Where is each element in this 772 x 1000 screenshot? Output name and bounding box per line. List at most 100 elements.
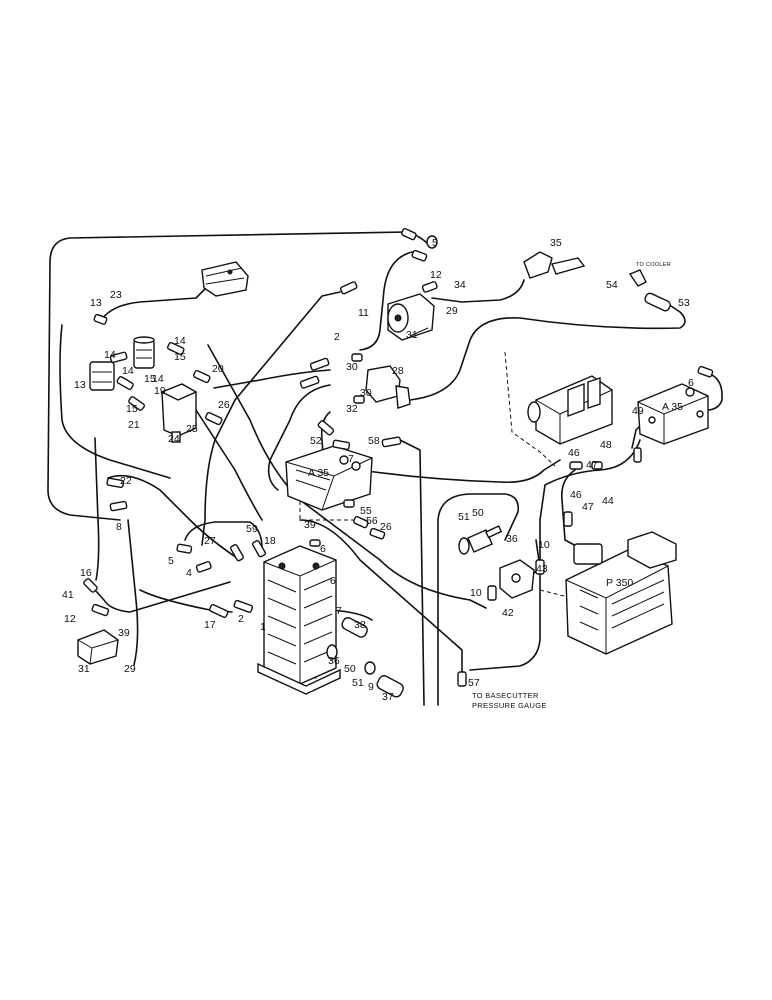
label-55: 55 bbox=[360, 505, 372, 517]
label-54: 54 bbox=[606, 279, 618, 291]
filter-24 bbox=[160, 383, 198, 443]
hose-mid-diagonal-b bbox=[195, 409, 263, 521]
hose-58-run bbox=[399, 439, 425, 706]
label-28: 28 bbox=[392, 365, 404, 377]
label-31-top: 31 bbox=[406, 329, 418, 341]
label-4: 4 bbox=[186, 567, 192, 579]
label-1: 1 bbox=[260, 621, 266, 633]
label-39-bottom: 39 bbox=[118, 627, 130, 639]
label-15-a: 15 bbox=[174, 351, 186, 363]
label-18: 18 bbox=[264, 535, 276, 547]
valve-a35-right-mark: A 35 bbox=[662, 401, 683, 413]
hose-left-upper bbox=[59, 324, 171, 479]
label-12-bottom: 12 bbox=[64, 613, 76, 625]
label-51-rear: 51 bbox=[352, 677, 364, 689]
relief-valve-31 bbox=[77, 629, 119, 665]
hose-44-46 bbox=[560, 469, 581, 549]
label-34: 34 bbox=[454, 279, 466, 291]
dash-valve-left bbox=[299, 480, 360, 521]
label-58: 58 bbox=[368, 435, 380, 447]
label-46-low: 46 bbox=[570, 489, 582, 501]
label-8: 8 bbox=[116, 521, 122, 533]
label-15-c: 15 bbox=[126, 403, 138, 415]
part-number-labels: 5 12 34 29 31 11 2 35 54 53 23 13 14 15 … bbox=[62, 237, 694, 703]
label-47-low: 47 bbox=[582, 501, 594, 513]
manifold-block-13 bbox=[89, 336, 155, 391]
hose-loop-26 bbox=[267, 384, 331, 491]
hose-30-to-20 bbox=[213, 369, 331, 389]
label-14-a: 14 bbox=[174, 335, 186, 347]
label-6-right: 6 bbox=[688, 377, 694, 389]
label-22: 22 bbox=[120, 475, 132, 487]
label-35: 35 bbox=[550, 237, 562, 249]
hose-left-lower-drop bbox=[94, 437, 100, 581]
label-41: 41 bbox=[62, 589, 74, 601]
label-15-b: 15 bbox=[144, 373, 156, 385]
label-2-top: 2 bbox=[334, 331, 340, 343]
label-29-bottom: 29 bbox=[124, 663, 136, 675]
control-valve-a35-left: A 35 bbox=[285, 445, 373, 511]
label-6-mid: 6 bbox=[320, 543, 326, 555]
label-42: 42 bbox=[502, 607, 514, 619]
label-26-top: 26 bbox=[218, 399, 230, 411]
label-59: 59 bbox=[246, 523, 258, 535]
label-53: 53 bbox=[678, 297, 690, 309]
label-11: 11 bbox=[358, 307, 369, 319]
label-14-d: 14 bbox=[152, 373, 164, 385]
label-7-stack: 7 bbox=[336, 605, 342, 617]
control-valve-a35-right: A 35 bbox=[637, 383, 709, 445]
hose-motor-supply bbox=[359, 251, 413, 351]
label-39-mid: 39 bbox=[304, 519, 316, 531]
label-36-rear: 36 bbox=[328, 655, 340, 667]
valve-a35-left-mark: A 35 bbox=[308, 467, 329, 479]
label-14-c: 14 bbox=[122, 365, 134, 377]
label-37: 37 bbox=[382, 691, 394, 703]
hose-valve-right-long bbox=[359, 459, 561, 484]
label-46-top: 46 bbox=[568, 447, 580, 459]
label-12-top: 12 bbox=[430, 269, 442, 281]
relief-block-10 bbox=[499, 559, 535, 599]
pump-p350: P 350 bbox=[565, 531, 677, 655]
label-5-top: 5 bbox=[432, 237, 438, 249]
note-cooler: TO COOLER bbox=[636, 262, 671, 268]
label-20: 20 bbox=[212, 363, 224, 375]
label-13-top: 13 bbox=[90, 297, 102, 309]
label-57: 57 bbox=[468, 677, 480, 689]
label-30-b: 30 bbox=[360, 387, 372, 399]
label-48: 48 bbox=[600, 439, 612, 451]
label-23: 23 bbox=[110, 289, 122, 301]
hose-16-41 bbox=[94, 581, 231, 613]
label-13-b: 13 bbox=[74, 379, 86, 391]
gauge-assembly-50 bbox=[458, 525, 503, 555]
hose-22-cross bbox=[107, 474, 241, 561]
hose-29-return bbox=[127, 519, 139, 666]
label-50-rear: 50 bbox=[344, 663, 356, 675]
label-24: 24 bbox=[168, 433, 180, 445]
note-basecutter-line2: PRESSURE GAUGE bbox=[472, 701, 547, 710]
hose-valve-to-motor bbox=[201, 291, 341, 546]
label-7-top: 7 bbox=[348, 453, 354, 465]
notes: TO BASECUTTER PRESSURE GAUGE TO COOLER bbox=[472, 262, 671, 710]
hose-fittings bbox=[83, 227, 714, 687]
label-47-top: 47 bbox=[586, 459, 598, 471]
gear-pump-top bbox=[527, 375, 613, 445]
label-31-bottom: 31 bbox=[78, 663, 90, 675]
label-5-mid: 5 bbox=[168, 555, 174, 567]
cooler-fitting-53 bbox=[628, 269, 671, 312]
hose-to-42 bbox=[379, 559, 487, 609]
fitting-35 bbox=[523, 251, 586, 279]
label-52: 52 bbox=[310, 435, 322, 447]
hose-gauge-loop bbox=[437, 493, 520, 706]
label-51-gauge: 51 bbox=[458, 511, 470, 523]
fitting-38 bbox=[341, 617, 368, 638]
hose-pump-long bbox=[469, 439, 641, 671]
label-29-top: 29 bbox=[446, 305, 458, 317]
label-26-mid: 26 bbox=[380, 521, 392, 533]
note-basecutter-line1: TO BASECUTTER bbox=[472, 691, 539, 700]
label-50-gauge: 50 bbox=[472, 507, 484, 519]
label-27: 27 bbox=[204, 535, 216, 547]
label-6-stack: 6 bbox=[330, 575, 336, 587]
label-43: 43 bbox=[536, 563, 548, 575]
label-38: 38 bbox=[354, 619, 366, 631]
